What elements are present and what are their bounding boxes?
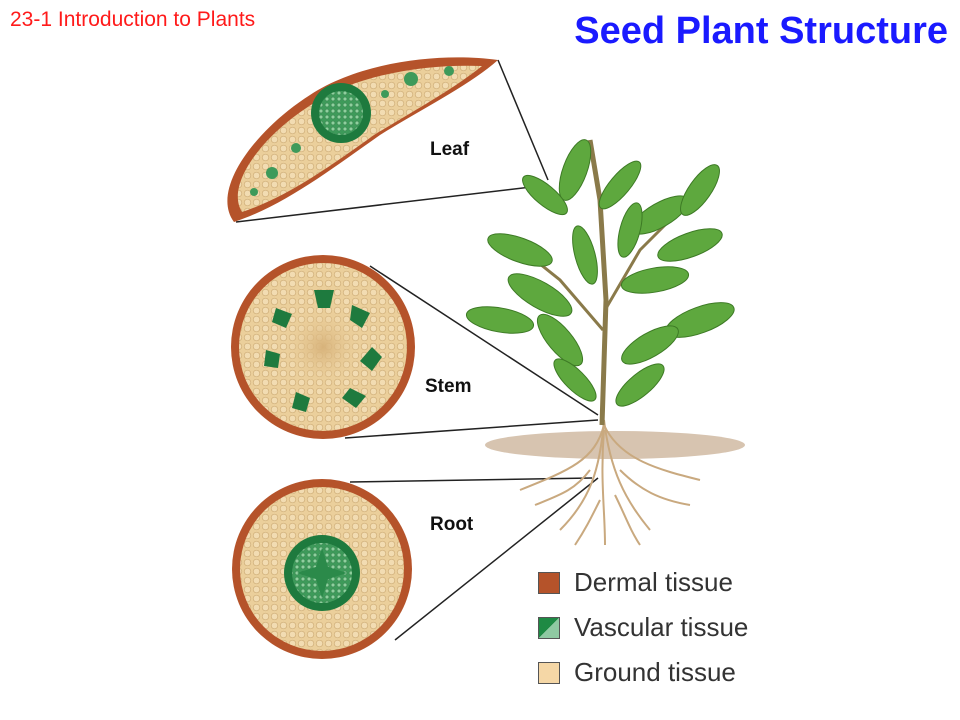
dermal-swatch-icon: [538, 571, 560, 594]
legend-label: Dermal tissue: [574, 567, 733, 597]
leaf-label: Leaf: [430, 139, 470, 160]
ground-swatch-icon: [538, 661, 560, 684]
connector-lines: [235, 59, 599, 641]
legend-item-dermal: Dermal tissue: [538, 560, 748, 605]
stem-cross-section: [231, 255, 415, 439]
legend-item-ground: Ground tissue: [538, 650, 748, 695]
leaf-cross-section: [227, 57, 498, 223]
section-label: 23-1 Introduction to Plants: [10, 8, 256, 31]
root-label: Root: [430, 514, 474, 535]
legend-label: Vascular tissue: [574, 612, 749, 642]
slide-title: Seed Plant Structure: [574, 10, 948, 52]
vascular-swatch-icon: [538, 616, 560, 639]
plant-illustration: [465, 139, 745, 546]
root-cross-section: [232, 479, 412, 659]
legend: Dermal tissue Vascular tissue Ground tis…: [538, 560, 748, 695]
legend-label: Ground tissue: [574, 657, 736, 687]
stem-label: Stem: [425, 376, 472, 397]
legend-item-vascular: Vascular tissue: [538, 605, 748, 650]
